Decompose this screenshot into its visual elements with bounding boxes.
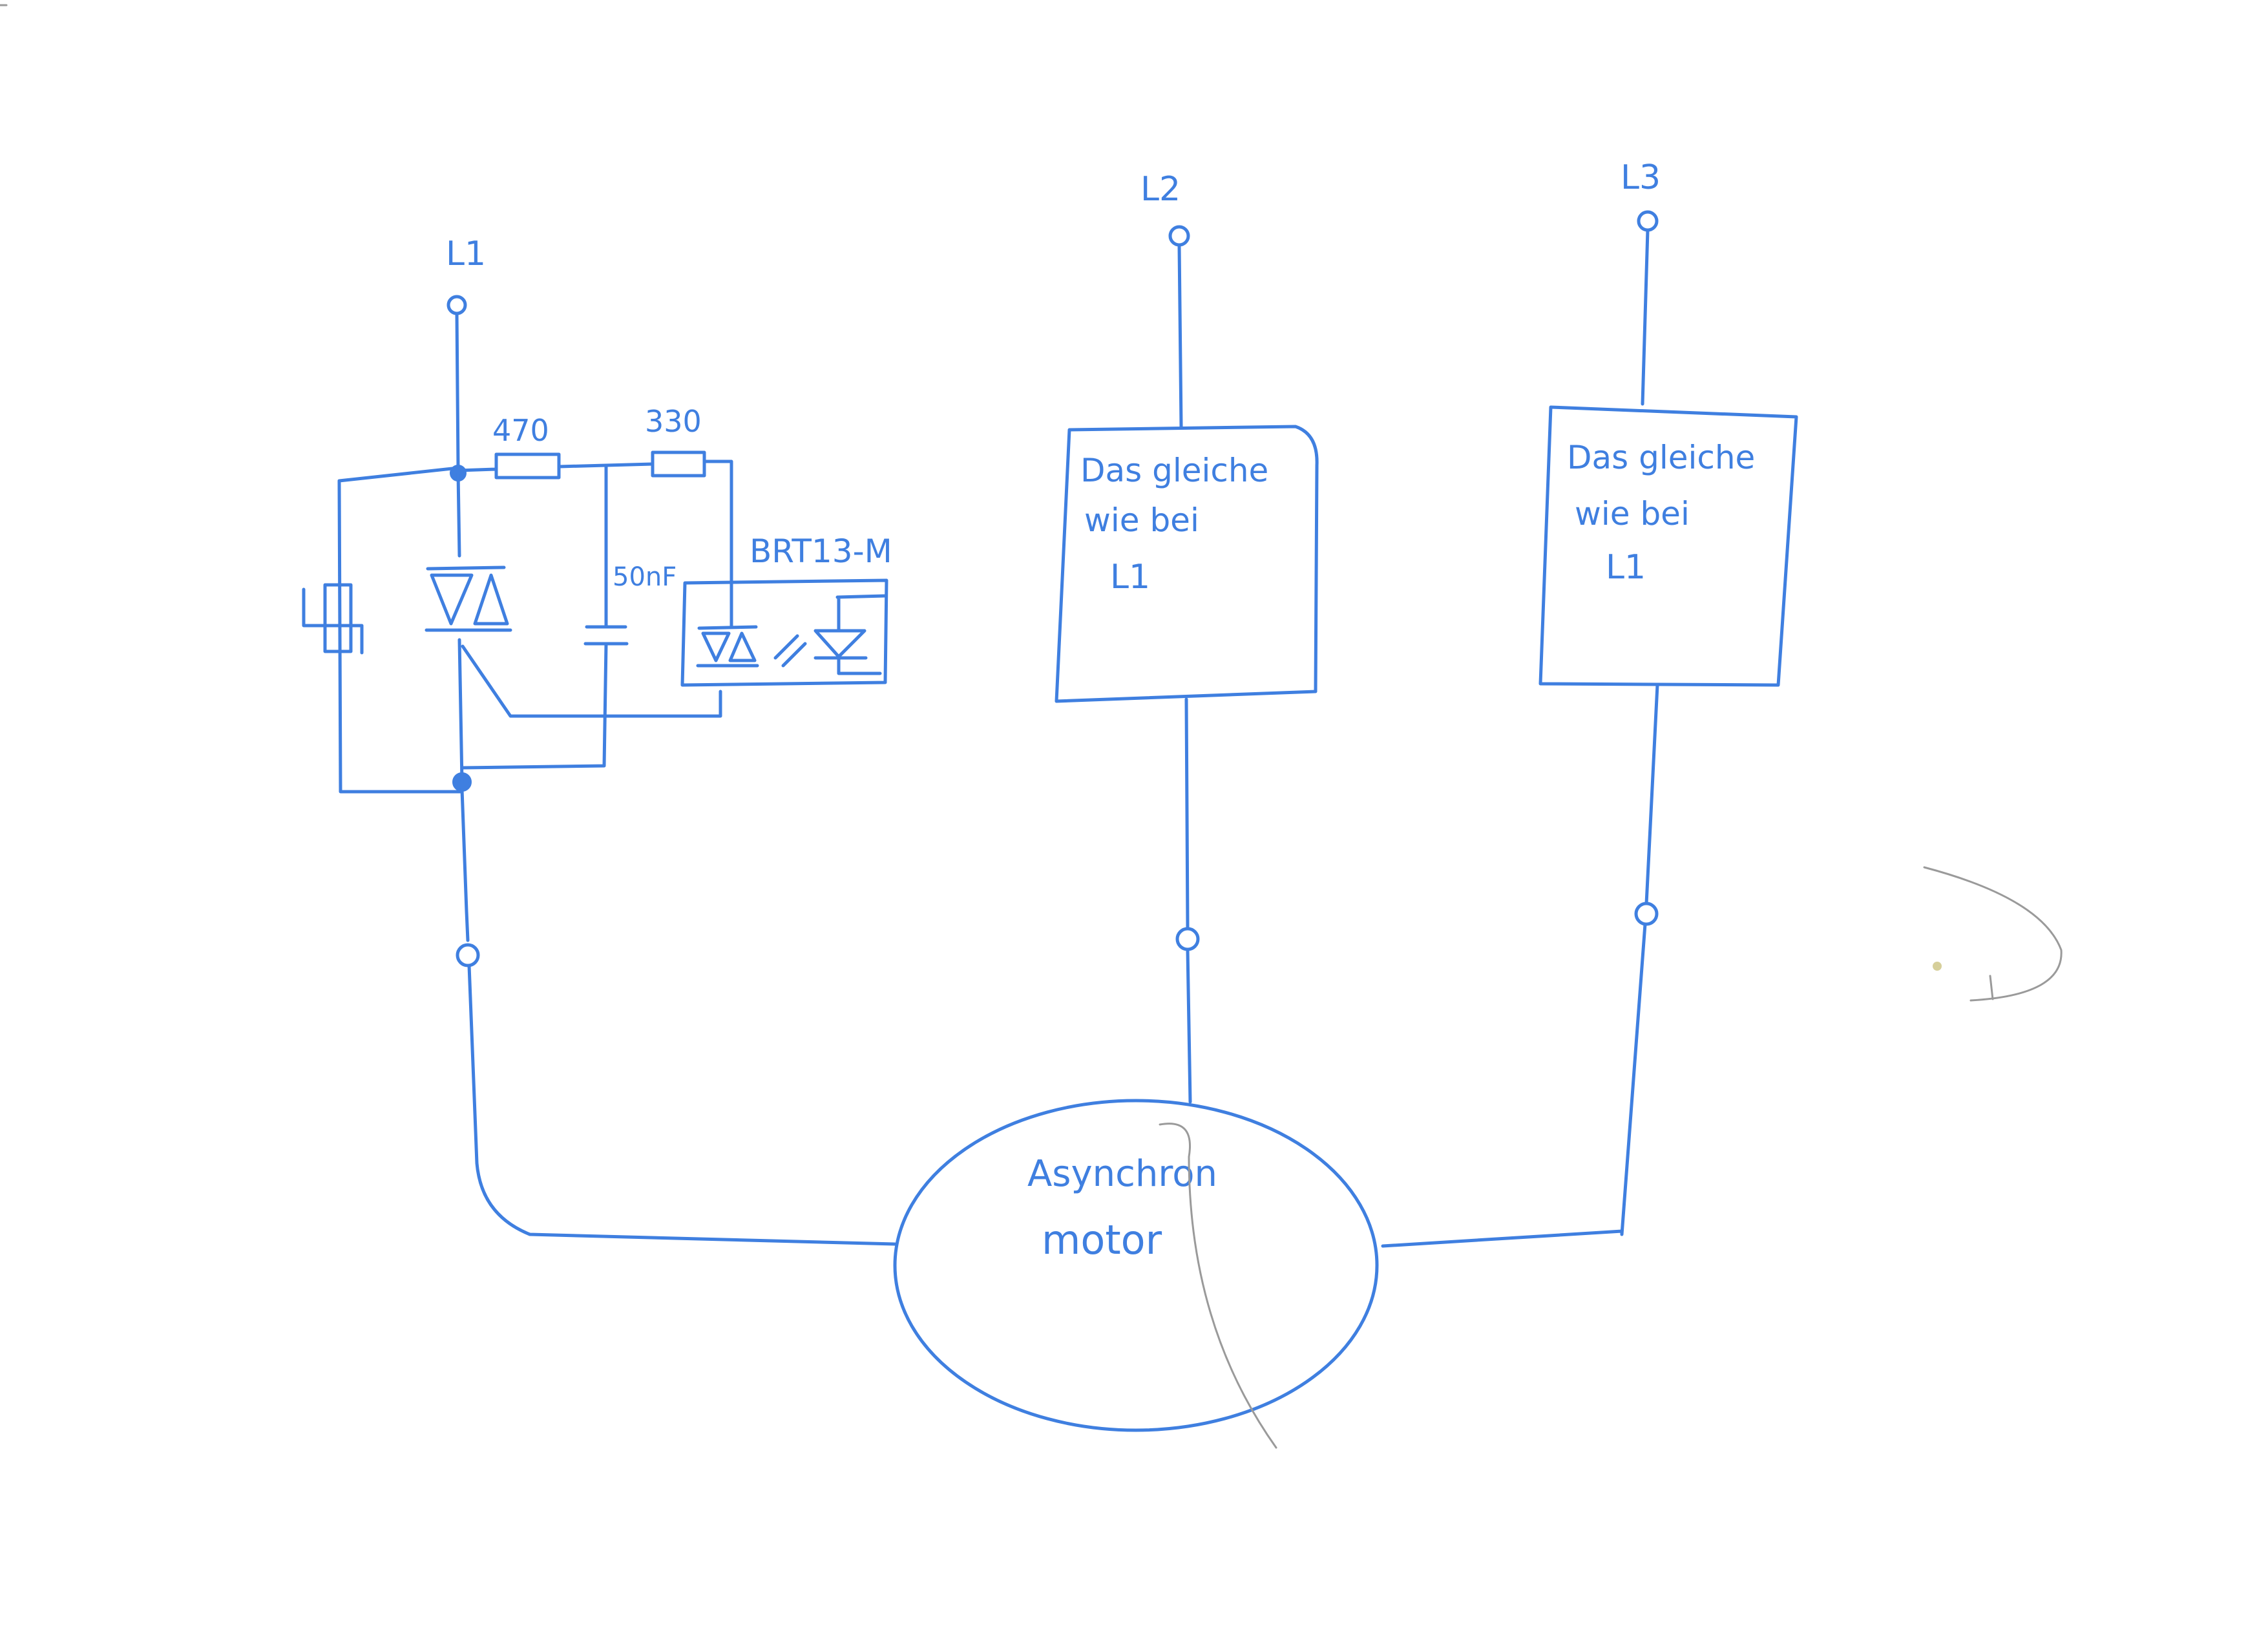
wire-triac-main — [456, 471, 464, 784]
terminal-l3-bottom — [1634, 902, 1659, 926]
asynchronous-motor: Asynchron motor — [893, 1099, 1379, 1432]
pencil-hook — [1989, 975, 1994, 1000]
resistor-470 — [494, 452, 561, 480]
label-l2: L2 — [1140, 170, 1181, 209]
box-l2-line3: L1 — [1110, 558, 1150, 597]
wire-top-rail — [456, 467, 498, 472]
pencil-stroke-motor — [1159, 1123, 1277, 1449]
motor-label-line1: Asynchron — [1027, 1153, 1217, 1195]
optocoupler-symbol — [680, 578, 888, 687]
box-l3-line3: L1 — [1606, 548, 1646, 587]
triac-symbol — [425, 565, 512, 632]
motor-ellipse — [893, 1099, 1379, 1432]
wire-l2-feed — [1177, 244, 1183, 428]
label-r1: 470 — [492, 413, 549, 448]
wire-capacitor — [460, 465, 608, 770]
paper-speck — [1933, 962, 1942, 971]
phase-l3-branch: L3 Das gleiche wie bei L1 — [1381, 158, 1798, 1248]
label-optocoupler: BRT13-M — [750, 533, 892, 570]
varistor-symbol — [302, 583, 364, 655]
wire-l2-to-terminal — [1184, 697, 1190, 930]
box-l2-line2: wie bei — [1084, 502, 1199, 539]
box-l2-line1: Das gleiche — [1080, 452, 1268, 489]
box-l2 — [1055, 425, 1319, 703]
terminal-l1-top — [446, 295, 467, 315]
label-l3: L3 — [1621, 158, 1661, 197]
wire-varistor-loop — [337, 466, 464, 794]
phase-l2-branch: L2 Das gleiche wie bei L1 — [1055, 170, 1319, 1104]
wire-l3-feed — [1641, 228, 1650, 406]
capacitor-symbol — [583, 625, 629, 646]
wire-r2-opto — [702, 460, 733, 629]
wire-l1-to-terminal — [460, 788, 470, 942]
box-l3-line1: Das gleiche — [1567, 439, 1755, 476]
pencil-marks — [1159, 866, 2063, 1449]
box-l3 — [1538, 405, 1798, 687]
terminal-l3-top — [1637, 210, 1659, 232]
wire-l1-to-motor — [467, 964, 897, 1246]
wire-l2-to-motor — [1186, 948, 1192, 1104]
label-capacitor: 50nF — [613, 562, 677, 592]
wire-triac-gate — [461, 644, 722, 718]
terminal-l1-bottom — [456, 943, 480, 967]
wire-l1-feed — [455, 312, 460, 470]
pencil-curve-right — [1923, 866, 2063, 1002]
phase-l1-branch: L1 470 330 — [302, 235, 897, 1246]
box-l3-line2: wie bei — [1575, 495, 1690, 533]
resistor-330 — [651, 450, 706, 478]
terminal-l2-bottom — [1175, 927, 1200, 951]
label-r2: 330 — [645, 404, 702, 439]
motor-label-line2: motor — [1042, 1216, 1162, 1263]
wire-l3-to-terminal — [1644, 683, 1659, 905]
wire-l3-to-motor — [1381, 922, 1647, 1248]
label-l1: L1 — [446, 235, 486, 273]
terminal-l2-top — [1168, 225, 1190, 247]
